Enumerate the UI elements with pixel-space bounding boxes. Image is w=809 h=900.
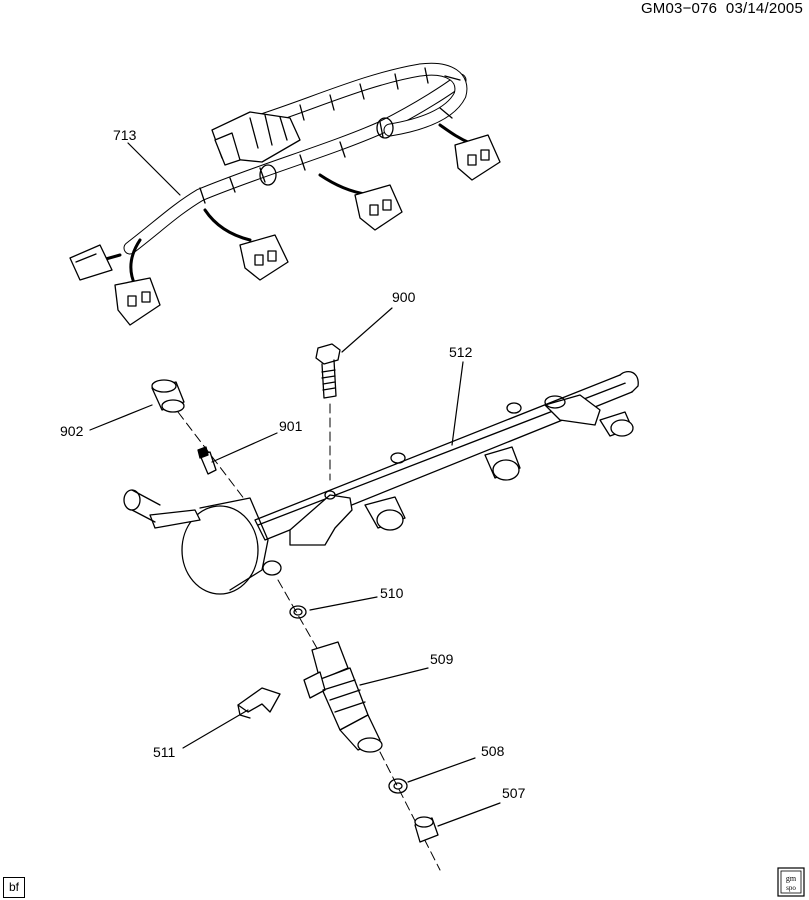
connector-4 xyxy=(454,134,501,181)
connector-3 xyxy=(354,184,403,231)
fuel-rail xyxy=(123,371,639,595)
connector-2 xyxy=(239,234,289,281)
rail-cap xyxy=(151,379,246,501)
diagram-id: GM03−076 xyxy=(640,0,718,17)
callout-713: 713 xyxy=(113,127,137,143)
diagram-header: GM03−076 03/14/2005 xyxy=(641,0,803,17)
initials-box: bf xyxy=(3,877,25,898)
callout-901: 901 xyxy=(279,418,303,434)
injector-seal xyxy=(414,816,439,843)
logo-line-2: spo xyxy=(786,884,796,892)
fuel-injector xyxy=(303,641,441,871)
callout-902: 902 xyxy=(60,423,84,439)
logo-line-1: gm xyxy=(786,874,797,883)
schrader-valve xyxy=(197,446,217,475)
gm-spo-logo: gm spo xyxy=(777,867,805,897)
connector-1 xyxy=(114,277,161,326)
diagram-date: 03/14/2005 xyxy=(725,0,803,17)
callout-512: 512 xyxy=(449,344,473,360)
wiring-harness xyxy=(69,62,501,326)
o-ring-lower xyxy=(388,778,408,794)
callout-508: 508 xyxy=(481,743,505,759)
bolt xyxy=(315,343,341,481)
callout-507: 507 xyxy=(502,785,526,801)
injector-clip xyxy=(237,687,281,719)
callout-511: 511 xyxy=(153,744,176,760)
callout-900: 900 xyxy=(392,289,416,305)
o-ring-upper xyxy=(277,579,319,651)
callout-509: 509 xyxy=(430,651,454,667)
leader-lines xyxy=(89,142,501,827)
callout-510: 510 xyxy=(380,585,404,601)
